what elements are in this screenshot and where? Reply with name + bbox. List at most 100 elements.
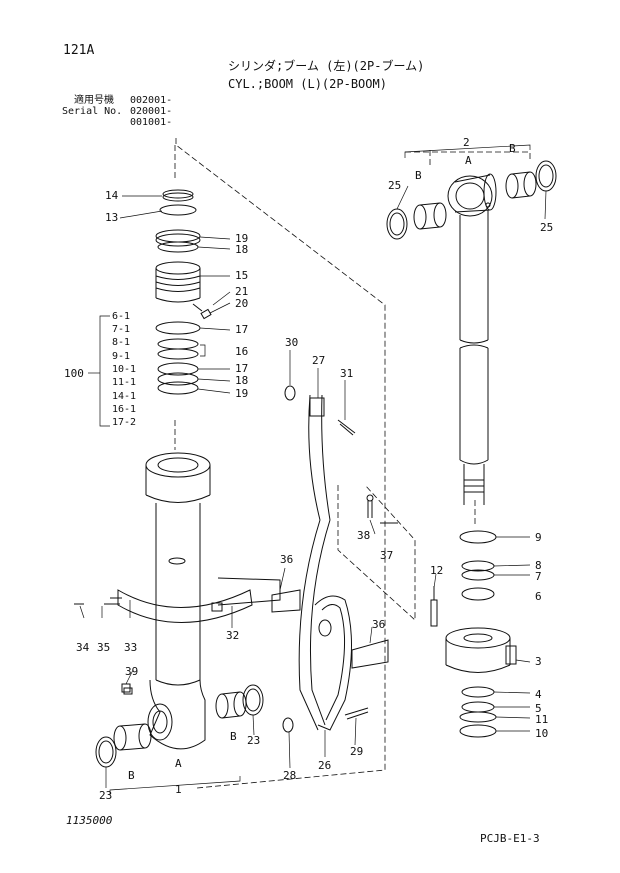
callout-25b: 25 [540,221,554,234]
letter-bottom-b-right: B [230,730,237,743]
parts-16-17-18-19-seal-rings [155,321,201,395]
kit-item: 16-1 [112,404,137,415]
kit-item: 6-1 [112,311,131,322]
callout-6: 6 [535,590,542,603]
callout-19b: 19 [235,387,249,400]
callout-1: 1 [175,783,182,796]
part-3-rod-cover [445,627,517,673]
cylinder-tube [108,452,281,686]
callout-20: 20 [235,297,249,310]
callout-21: 21 [235,285,249,298]
part-29-bolt [344,707,369,720]
part-20-21-bolt [192,303,212,320]
callout-17a: 17 [235,323,249,336]
callout-23a: 23 [99,789,113,802]
bushing-left [113,723,152,751]
page-code: 121A [63,43,95,58]
callout-34: 34 [76,641,90,654]
parts-4-5-11-10-rings [459,686,497,738]
page-reference: PCJB-E1-3 [480,832,540,845]
callout-31: 31 [340,367,354,380]
callout-12: 12 [430,564,444,577]
callout-38: 38 [357,529,371,542]
letter-top-b-right: B [509,142,516,155]
letter-top-b-left: B [415,169,422,182]
callout-4: 4 [535,688,542,701]
callout-3: 3 [535,655,542,668]
callout-37: 37 [380,549,394,562]
callout-39: 39 [125,665,139,678]
callout-8: 8 [535,559,542,572]
part-28-oring [282,717,294,733]
callout-15: 15 [235,269,249,282]
callout-25a: 25 [388,179,402,192]
serial-range-2: 020001- [130,106,173,117]
part-15-piston-head [155,261,201,303]
letter-top-a: A [465,154,472,167]
kit-item: 8-1 [112,337,131,348]
title-english: CYL.;BOOM (L)(2P-BOOM) [228,77,387,91]
kit-item: 11-1 [112,377,137,388]
callout-26: 26 [318,759,332,772]
callout-11: 11 [535,713,549,726]
part-13-ring [159,204,197,216]
callout-29: 29 [350,745,364,758]
leader-lines [79,144,547,795]
callout-9: 9 [535,531,542,544]
part-19-18-rings [155,229,201,253]
kit-item: 17-2 [112,417,137,428]
serial-range-1: 002001- [130,95,173,106]
kit-number: 100 [64,367,84,380]
part-12-bolt [430,586,438,627]
bushing-right [215,691,247,719]
callout-23b: 23 [247,734,261,747]
part-23-left-seal [95,736,117,768]
callout-7: 7 [535,570,542,583]
callout-18b: 18 [235,374,249,387]
piston-rod [447,173,497,505]
callout-17b: 17 [235,362,249,375]
part-36-clamp-lower [351,639,389,669]
letter-bottom-b-left: B [128,769,135,782]
parts-9-8-7-6-rings [459,530,497,601]
part-27-hose [298,394,331,731]
callout-30: 30 [285,336,299,349]
callout-32: 32 [226,629,240,642]
callout-27: 27 [312,354,326,367]
applicability-label: 適用号機 [74,95,114,106]
part-26-pipe [314,595,352,731]
title-japanese: シリンダ;ブーム (左)(2P-ブーム) [228,59,425,73]
callout-33: 33 [124,641,138,654]
letter-bottom-a: A [175,757,182,770]
kit-item: 10-1 [112,364,137,375]
callout-28: 28 [283,769,297,782]
callout-10: 10 [535,727,549,740]
part-38-bolt [366,494,398,524]
callout-35: 35 [97,641,111,654]
assembly-guide-lines [174,138,531,789]
part-31-bolt [337,419,356,436]
part-30-oring [284,385,296,401]
serial-label: Serial No. [62,106,123,117]
callout-14: 14 [105,189,119,202]
callout-36b: 36 [372,618,386,631]
kit-item: 14-1 [112,391,137,402]
part-36-clamp-upper [271,589,301,613]
callout-2: 2 [463,136,470,149]
drawing-number: 1135000 [66,814,113,827]
cylinder-bottom-eye [123,679,206,750]
serial-range-3: 001001- [130,117,173,128]
callout-16: 16 [235,345,249,358]
part-23-right-seal [242,684,264,716]
callout-5: 5 [535,702,542,715]
kit-item: 7-1 [112,324,131,335]
callout-19a: 19 [235,232,249,245]
part-14-ring [162,189,194,202]
callout-13: 13 [105,211,119,224]
part-25-right-seal-and-bushing [505,160,557,199]
part-25-left-seal-and-bushing [386,202,447,240]
callout-36a: 36 [280,553,294,566]
kit-item: 9-1 [112,351,131,362]
callout-18a: 18 [235,243,249,256]
